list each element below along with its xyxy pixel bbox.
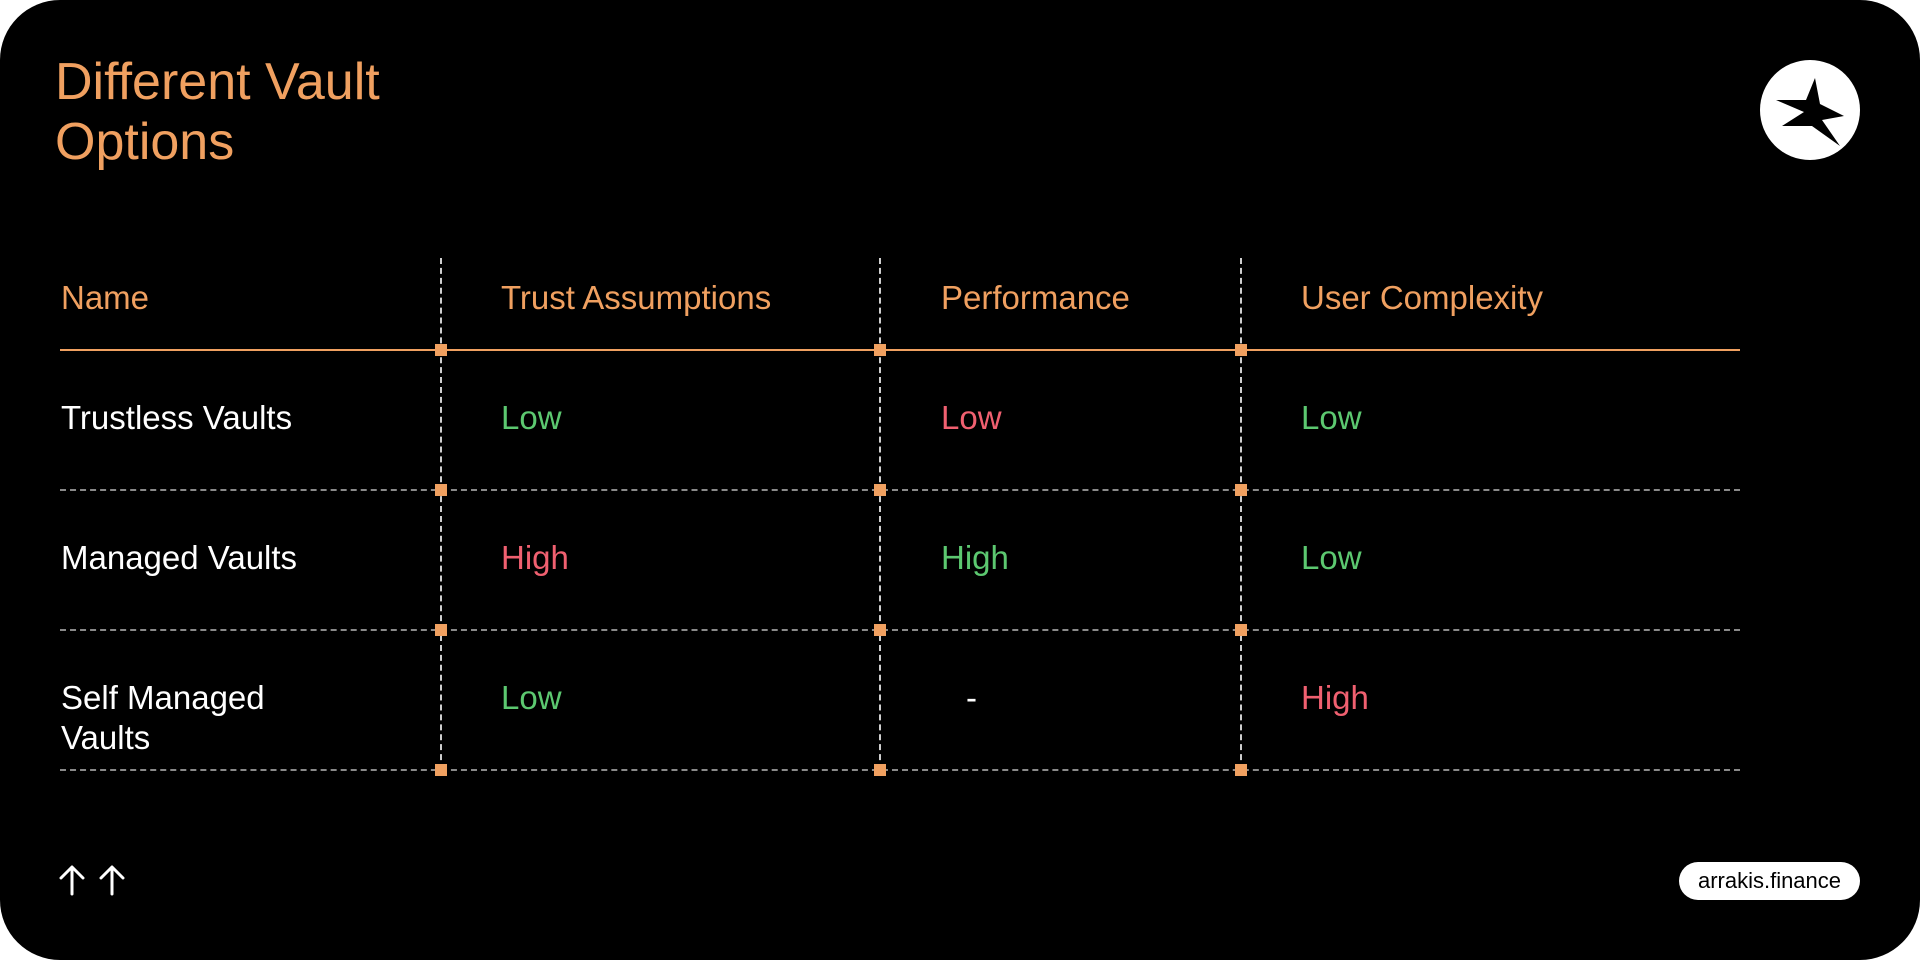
grid-node [435,624,447,636]
trust-value: Low [501,399,562,436]
grid-node [874,344,886,356]
grid-node [1235,484,1247,496]
grid-node [874,624,886,636]
column-divider [879,258,881,770]
grid-node [874,484,886,496]
row-name: Trustless Vaults [61,399,293,436]
column-divider [440,258,442,770]
row-name: Managed Vaults [61,539,298,576]
row-name: Self Managed Vaults [61,679,265,756]
column-divider [1240,258,1242,770]
performance-value: - [966,679,977,716]
arrow-up-icon [98,864,126,896]
row-divider [60,489,1740,491]
grid-node [435,344,447,356]
grid-node [1235,764,1247,776]
grid-node [435,484,447,496]
grid-node [1235,344,1247,356]
header-divider [60,349,1740,351]
complexity-value: High [1301,679,1369,716]
four-point-star-icon [1776,78,1844,146]
logo [1760,60,1860,160]
column-header-trust: Trust Assumptions [501,279,772,316]
performance-value: Low [941,399,1002,436]
arrow-up-icon [58,864,86,896]
grid-node [874,764,886,776]
complexity-value: Low [1301,539,1362,576]
performance-value: High [941,539,1009,576]
trust-value: High [501,539,569,576]
row-divider [60,629,1740,631]
trust-value: Low [501,679,562,716]
column-header-complexity: User Complexity [1301,279,1544,316]
grid-node [1235,624,1247,636]
column-header-name: Name [61,279,150,316]
grid-node [435,764,447,776]
complexity-value: Low [1301,399,1362,436]
page-title: Different Vault Options [55,53,380,171]
row-divider [60,769,1740,771]
arrow-group [58,864,126,896]
website-link[interactable]: arrakis.finance [1679,862,1860,900]
column-header-performance: Performance [941,279,1130,316]
